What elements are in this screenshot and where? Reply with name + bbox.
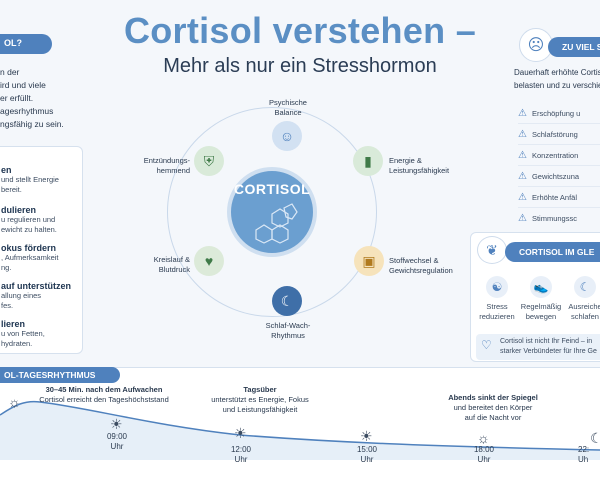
- molecule-icon: [255, 203, 298, 244]
- function-item: lieren u von Fetten, hydraten.: [1, 319, 45, 348]
- warning-icon: ⚠: [518, 171, 527, 182]
- right-intro: Dauerhaft erhöhte Cortis belasten und zu…: [514, 68, 600, 90]
- function-item: okus fördern , Aufmerksamkeit ng.: [1, 243, 59, 272]
- intro-line: er erfüllt.: [0, 93, 34, 103]
- intro-line: n der: [0, 67, 20, 77]
- warning-icon: ⚠: [518, 150, 527, 161]
- function-item: dulieren u regulieren und ewicht zu halt…: [1, 205, 57, 234]
- moon-icon: ☾: [590, 430, 600, 446]
- warning-icon: ⚠: [518, 192, 527, 203]
- node-label-bottom: Schlaf-Wach- Rhythmus: [265, 321, 311, 340]
- cortisol-label: CORTISOL: [233, 181, 311, 197]
- node-label-top-right: Energie & Leistungsfähigkeit: [389, 156, 450, 175]
- warning-item: ⚠Gewichtszuna: [518, 171, 600, 187]
- shield-icon: ⛨: [194, 146, 224, 176]
- function-item: en und stellt Energie bereit.: [1, 165, 59, 194]
- left-section-pill: OL?: [0, 34, 52, 54]
- timeline-pill: OL-TAGESRHYTHMUS: [0, 367, 120, 383]
- page-subtitle: Mehr als nur ein Stresshormon: [163, 55, 437, 77]
- timeline-annotation: 30–45 Min. nach dem Aufwachen Cortisol e…: [39, 385, 169, 404]
- scale-icon: ▣: [354, 246, 384, 276]
- sunset-icon: ☼: [477, 430, 490, 446]
- warning-item: ⚠Schlafstörung: [518, 129, 600, 145]
- leaf-icon: ❦: [477, 236, 507, 264]
- warning-item: ⚠Erschöpfung u: [518, 108, 600, 124]
- node-label-top-left: Entzündungs- hemmend: [143, 156, 190, 175]
- sunrise-icon: ☼: [8, 394, 21, 410]
- shoe-icon: 👟: [530, 276, 552, 298]
- node-label-right: Stoffwechsel & Gewichtsregulation: [389, 256, 453, 275]
- timeline-annotation: Tagsüber unterstützt es Energie, Fokus u…: [211, 385, 309, 414]
- warning-item: ⚠Konzentration: [518, 150, 600, 166]
- heart-pulse-icon: ♥: [194, 246, 224, 276]
- right-section-pill: ZU VIEL STRE: [548, 37, 600, 57]
- node-label-top: Psychische Balance: [269, 98, 307, 117]
- functions-card: en und stellt Energie bereit. dulieren u…: [0, 146, 83, 354]
- node-label-left: Kreislauf & Blutdruck: [153, 255, 190, 274]
- sun-cloud-icon: ☀: [360, 428, 373, 444]
- diagram-ring: [167, 107, 377, 317]
- brain-icon: ☺: [272, 121, 302, 151]
- sun-icon: ☀: [234, 425, 247, 441]
- tip-item: ☯ Stress reduzieren: [475, 276, 519, 322]
- cortisol-curve: [0, 400, 600, 460]
- cortisol-core: [227, 167, 317, 257]
- intro-line: agesrhythmus: [0, 106, 54, 116]
- warning-item: ⚠Erhöhte Anfäl: [518, 192, 600, 208]
- intro-line: ird und viele: [0, 80, 46, 90]
- warning-icon: ⚠: [518, 108, 527, 119]
- warning-icon: ⚠: [518, 129, 527, 140]
- balance-note: ♡ Cortisol ist nicht Ihr Feind – in star…: [476, 334, 600, 360]
- moon-icon: ☾: [574, 276, 596, 298]
- sun-icon: ☀: [110, 416, 123, 432]
- page-title: Cortisol verstehen –: [123, 10, 477, 51]
- moon-icon: ☾: [272, 286, 302, 316]
- balance-pill: CORTISOL IM GLE: [505, 242, 600, 262]
- tip-item: ☾ Ausreiche schlafen: [563, 276, 600, 322]
- intro-line: ngsfähig zu sein.: [0, 119, 64, 129]
- function-item: auf unterstützen allung eines fes.: [1, 281, 72, 310]
- time-label: 22:Uh: [578, 445, 590, 464]
- tip-item: 👟 Regelmäßig bewegen: [519, 276, 563, 322]
- warning-icon: ⚠: [518, 213, 527, 224]
- timeline-annotation: Abends sinkt der Spiegel und bereitet de…: [448, 393, 538, 422]
- warning-item: ⚠Stimmungssc: [518, 213, 577, 224]
- heart-icon: ♡: [481, 338, 492, 352]
- meditation-icon: ☯: [486, 276, 508, 298]
- left-intro: n der ird und viele er erfüllt. agesrhyt…: [0, 66, 90, 131]
- battery-icon: ▮: [353, 146, 383, 176]
